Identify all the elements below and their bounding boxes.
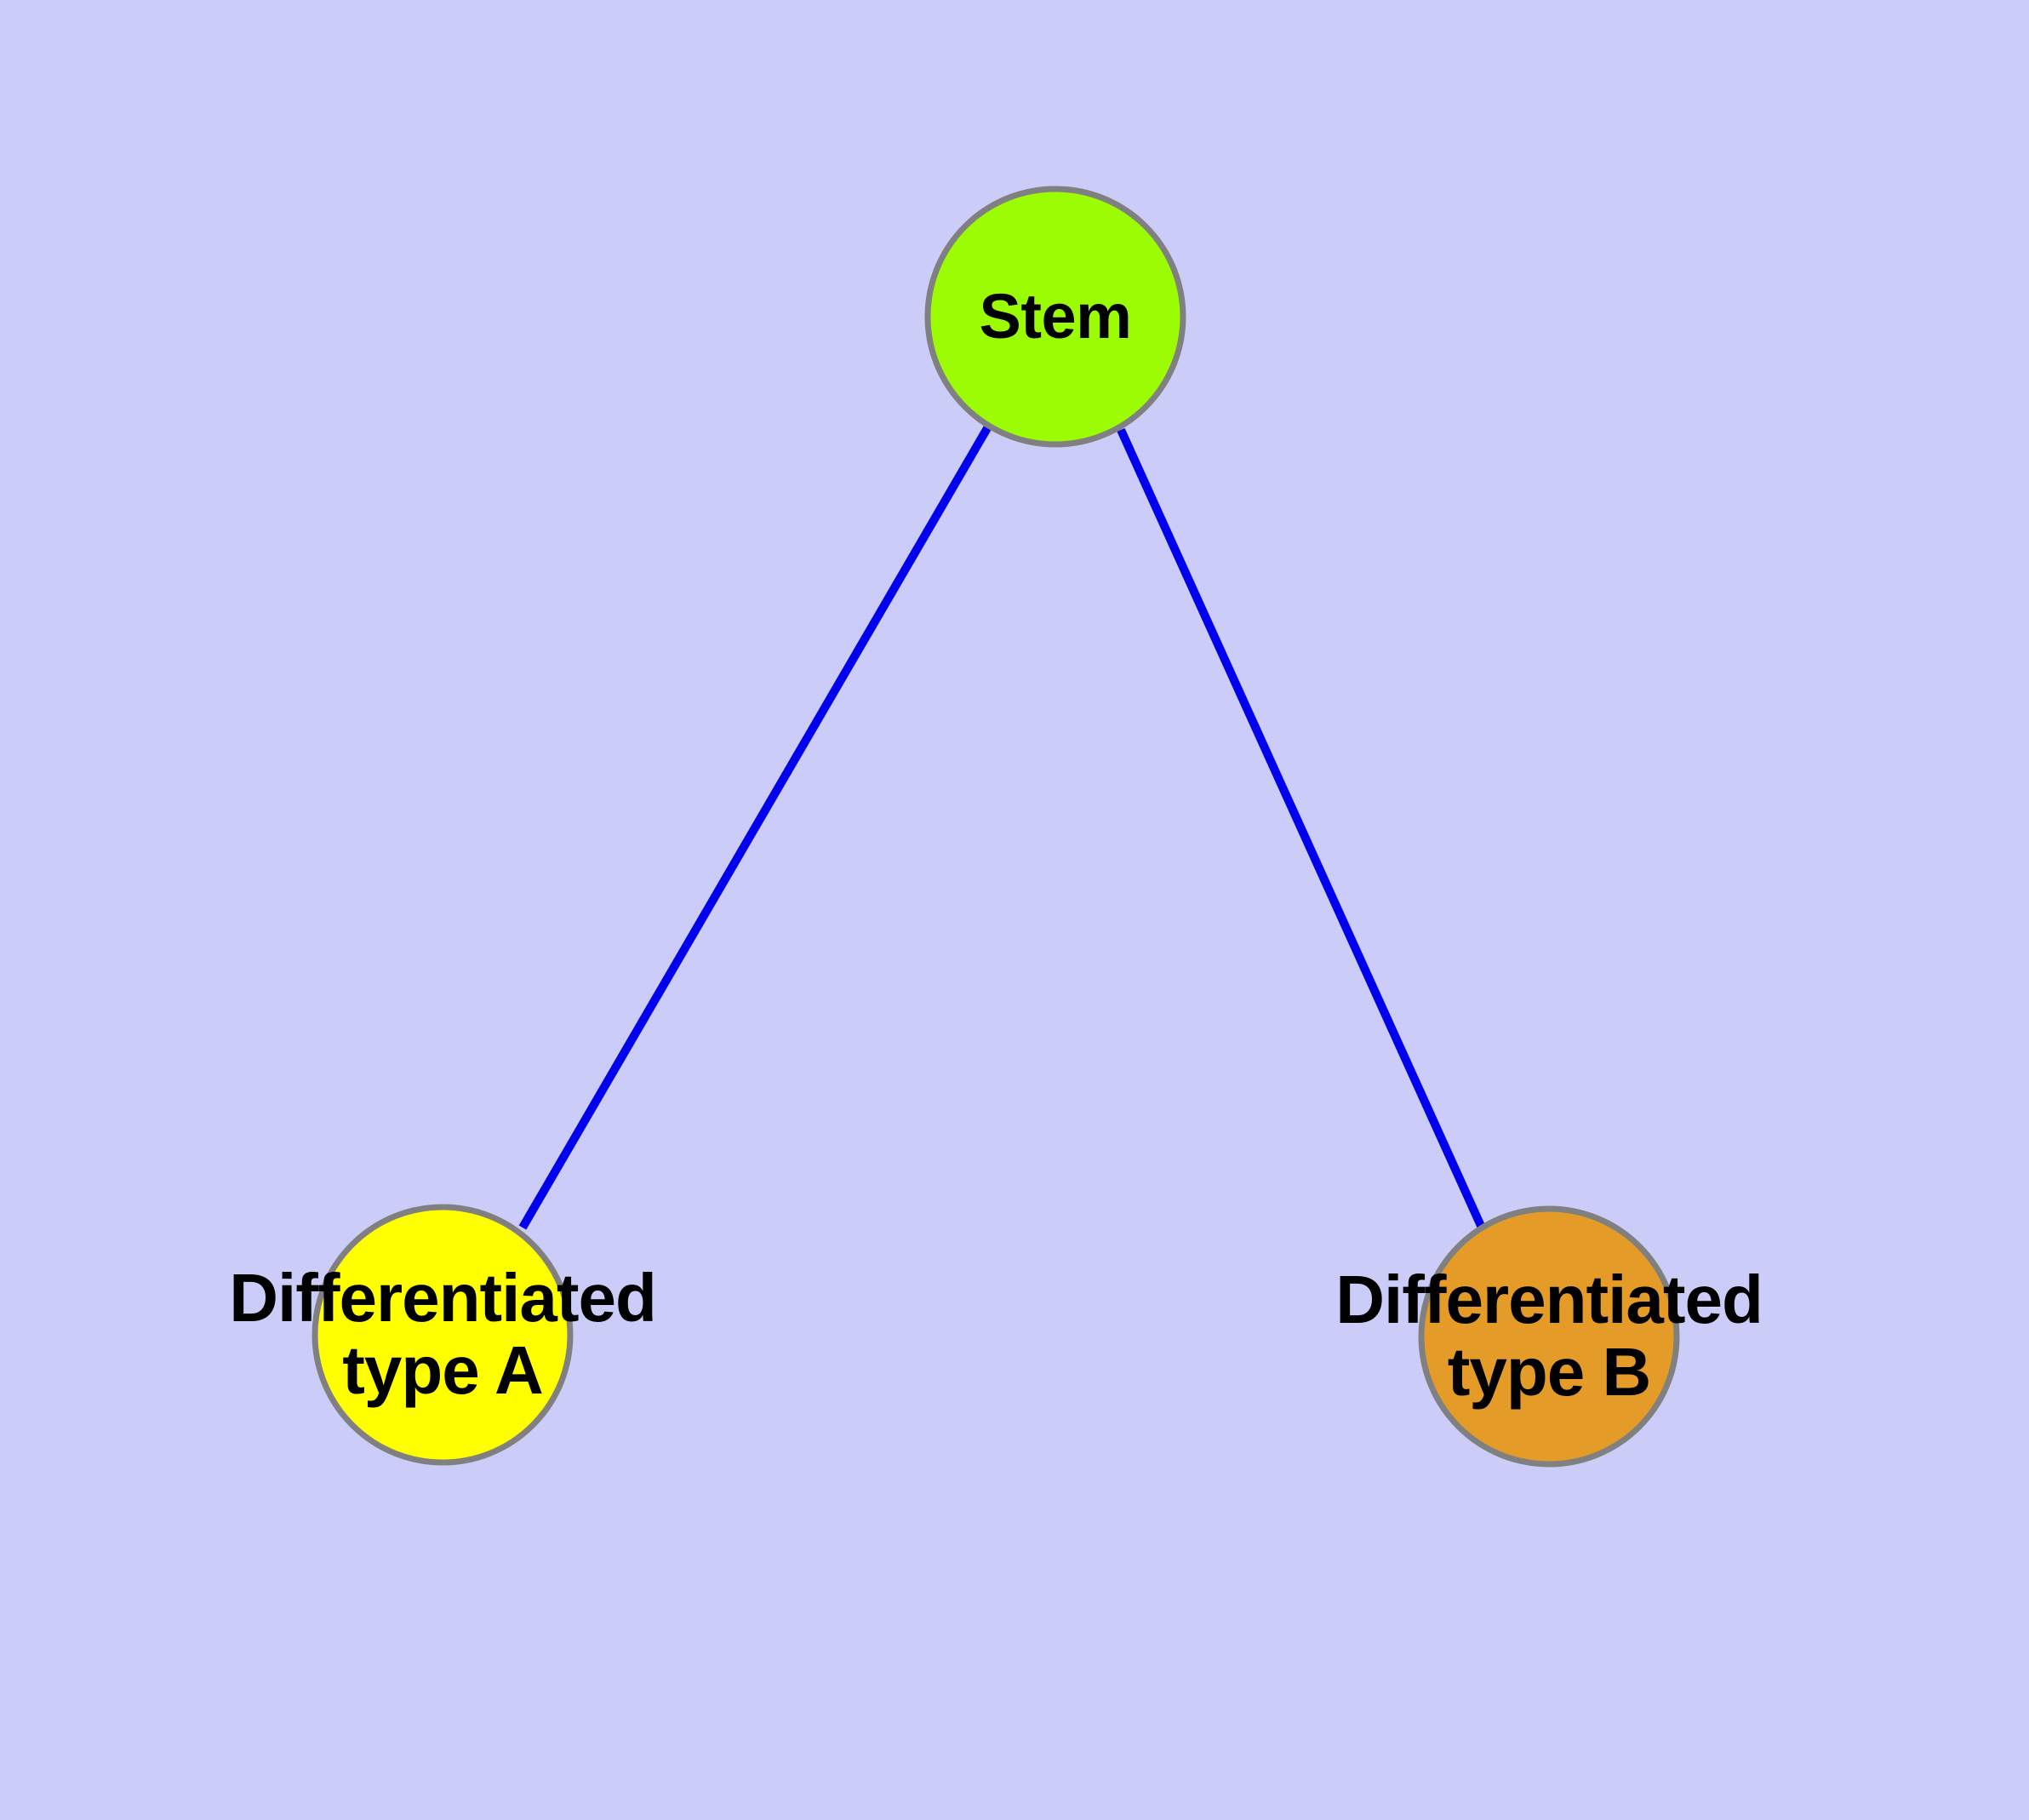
edge-stem-to-differentiated-a[interactable] bbox=[518, 426, 992, 1230]
edge-stem-to-differentiated-b[interactable] bbox=[1117, 427, 1485, 1228]
node-differentiated-a-circle[interactable] bbox=[311, 1204, 574, 1466]
node-stem-circle[interactable] bbox=[924, 186, 1186, 448]
node-differentiated-b-circle[interactable] bbox=[1418, 1205, 1680, 1468]
